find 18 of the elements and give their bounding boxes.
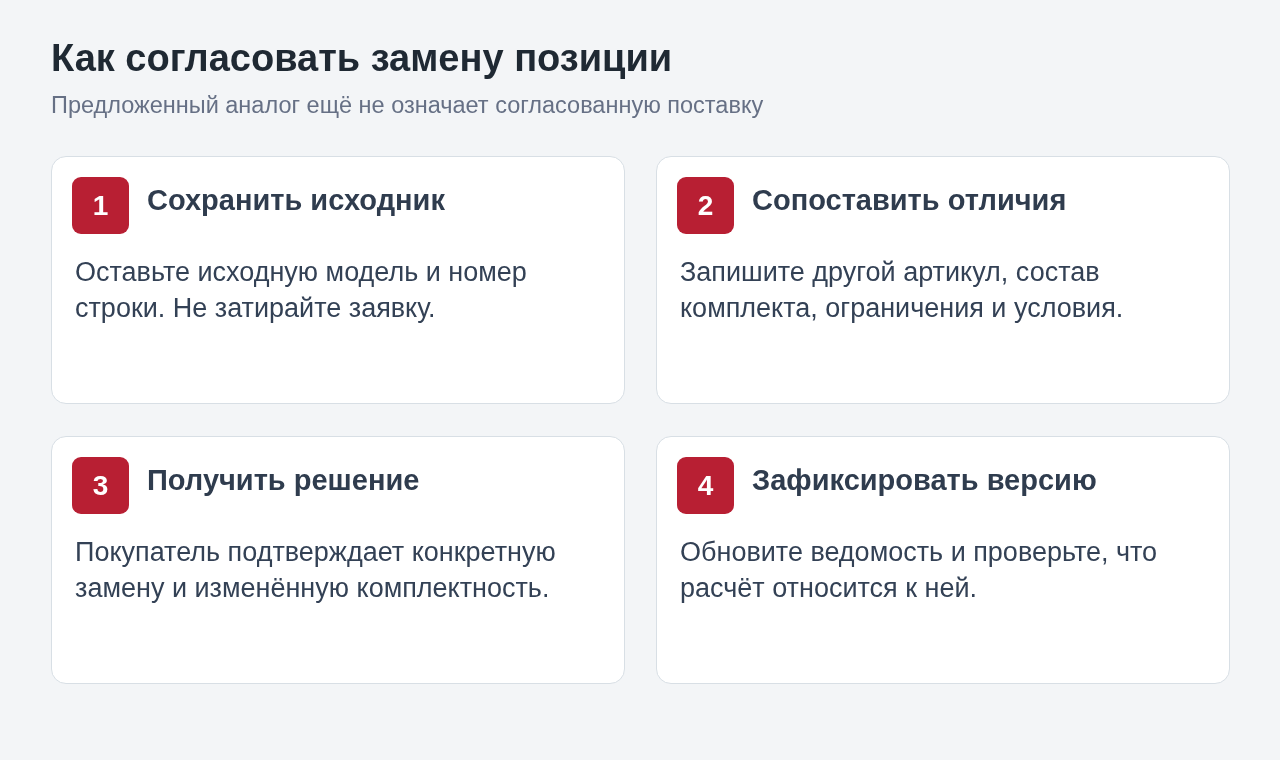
page-subtitle: Предложенный аналог ещё не означает согласованную поставку [51,92,764,118]
step-number: 4 [677,457,734,514]
step-card [656,156,1230,404]
step-heading: Зафиксировать версию [752,463,1097,497]
step-number: 3 [72,457,129,514]
step-number: 2 [677,177,734,234]
step-number: 1 [72,177,129,234]
step-heading: Сохранить исходник [147,183,445,217]
step-heading: Сопоставить отличия [752,183,1067,217]
step-description: Оставьте исходную модель и номер строки. Не затирайте заявку. [75,256,528,325]
step-card [656,436,1230,684]
step-description: Покупатель подтверждает конкретную замену и изменённую комплектность. [75,536,557,605]
step-card [51,436,625,684]
page-title: Как согласовать замену позиции [51,36,673,80]
step-description: Обновите ведомость и проверьте, что расчёт относится к ней. [680,536,1159,605]
step-description: Запишите другой артикул, состав комплекта, ограничения и условия. [680,256,1125,325]
step-heading: Получить решение [147,463,420,497]
step-card [51,156,625,404]
